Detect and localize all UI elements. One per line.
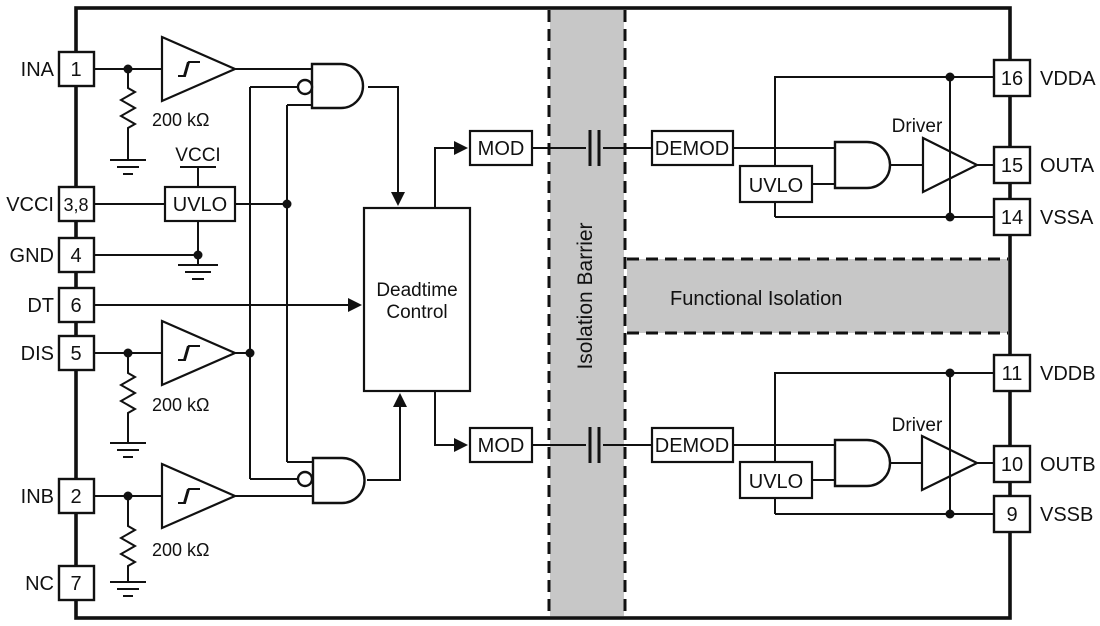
- driver-a-triangle: [921, 136, 980, 194]
- deadtime-control-block: Deadtime Control: [362, 206, 472, 393]
- functional-isolation-label: Functional Isolation: [670, 288, 842, 310]
- pin-label: OUTB: [1040, 454, 1096, 476]
- mod-label: MOD: [478, 138, 525, 160]
- mod-b-arrow: [454, 438, 468, 452]
- pin-vcci: 3,8 VCCI: [6, 185, 96, 223]
- pin-number: 9: [1006, 504, 1017, 526]
- pin-label: GND: [10, 245, 54, 267]
- deadtime-top-arrow: [391, 192, 405, 206]
- pin-label: NC: [25, 573, 54, 595]
- uvlo-label: UVLO: [749, 175, 803, 197]
- and-gate-output-a: [833, 140, 892, 190]
- arrowheads: [348, 141, 468, 452]
- uvlo-block-a: UVLO: [738, 164, 814, 204]
- pin-dt: 6 DT: [27, 286, 96, 324]
- pin-label: VSSB: [1040, 504, 1093, 526]
- pin-vssa: 14 VSSA: [992, 197, 1094, 237]
- deadtime-label-line2: Control: [386, 302, 447, 323]
- and-gate-output-b: [833, 438, 892, 488]
- mod-label: MOD: [478, 435, 525, 457]
- isolation-barrier-label: Isolation Barrier: [574, 222, 597, 369]
- resistor-value-inb: 200 kΩ: [152, 540, 210, 560]
- pin-number: 16: [1001, 68, 1023, 90]
- demod-block-b: DEMOD: [650, 426, 735, 464]
- driver-a-label: Driver: [892, 116, 943, 137]
- pin-label: VCCI: [6, 194, 54, 216]
- demod-block-a: DEMOD: [650, 129, 735, 167]
- pin-gnd: 4 GND: [10, 236, 96, 274]
- schmitt-buffer-ina: [160, 35, 238, 103]
- uvlo-label: UVLO: [173, 194, 227, 216]
- hysteresis-icon: [178, 61, 200, 77]
- and-gate-input-a: [296, 62, 365, 110]
- deadtime-label-line1: Deadtime: [376, 280, 457, 301]
- uvlo-label: UVLO: [749, 471, 803, 493]
- isolation-capacitor-a: [588, 130, 601, 166]
- pin-label: VDDA: [1040, 68, 1096, 90]
- pin-label: DIS: [21, 343, 54, 365]
- and-gate-input-b: [296, 456, 366, 505]
- pin-inb: 2 INB: [21, 477, 96, 515]
- schmitt-buffer-dis: [160, 319, 238, 387]
- resistor-value-ina: 200 kΩ: [152, 110, 210, 130]
- pin-label: INA: [21, 59, 55, 81]
- pin-number: 7: [70, 573, 81, 595]
- isolation-barrier-fill: [550, 10, 624, 616]
- pin-label: INB: [21, 486, 54, 508]
- pin-number: 3,8: [63, 195, 88, 215]
- driver-b-label: Driver: [892, 415, 943, 436]
- hysteresis-icon: [178, 488, 200, 504]
- demod-label: DEMOD: [655, 435, 729, 457]
- pin-number: 15: [1001, 155, 1023, 177]
- pin-dis: 5 DIS: [21, 334, 96, 372]
- pin-label: VDDB: [1040, 363, 1096, 385]
- pin-number: 5: [70, 343, 81, 365]
- functional-isolation-fill: [627, 259, 1008, 333]
- mod-block-a: MOD: [468, 129, 534, 167]
- pin-number: 2: [70, 486, 81, 508]
- pin-vssb: 9 VSSB: [992, 494, 1093, 534]
- pin-number: 1: [70, 59, 81, 81]
- vcci-supply-label: VCCI: [175, 145, 220, 166]
- resistor-value-dis: 200 kΩ: [152, 395, 210, 415]
- dt-arrow: [348, 298, 362, 312]
- hysteresis-icon: [178, 345, 200, 361]
- functional-isolation-band: Functional Isolation: [627, 257, 1008, 335]
- demod-label: DEMOD: [655, 138, 729, 160]
- driver-b: Driver: [892, 415, 980, 492]
- uvlo-input-block: UVLO: [163, 185, 237, 223]
- pin-number: 10: [1001, 454, 1023, 476]
- isolation-barrier-band: [547, 10, 627, 616]
- driver-b-triangle: [920, 434, 980, 492]
- pin-label: VSSA: [1040, 207, 1094, 229]
- pin-label: DT: [27, 295, 54, 317]
- junction-dots: [123, 64, 955, 519]
- pin-outb: 10 OUTB: [992, 444, 1096, 484]
- inverter-bubble: [296, 78, 314, 96]
- mod-a-arrow: [454, 141, 468, 155]
- isolation-capacitor-b: [588, 427, 601, 463]
- inverter-bubble: [296, 470, 314, 488]
- pin-ina: 1 INA: [21, 50, 96, 88]
- pin-label: OUTA: [1040, 155, 1095, 177]
- pin-nc: 7 NC: [25, 564, 96, 602]
- mod-block-b: MOD: [468, 426, 534, 464]
- pin-number: 11: [1002, 363, 1023, 385]
- pin-vdda: 16 VDDA: [992, 58, 1096, 98]
- pin-number: 4: [70, 245, 81, 267]
- pin-outa: 15 OUTA: [992, 145, 1095, 185]
- uvlo-block-b: UVLO: [738, 460, 814, 500]
- schmitt-buffer-inb: [160, 462, 238, 530]
- driver-a: Driver: [892, 116, 980, 194]
- pin-number: 6: [70, 295, 81, 317]
- deadtime-bottom-arrow: [393, 393, 407, 407]
- pin-number: 14: [1001, 207, 1023, 229]
- pin-vddb: 11 VDDB: [992, 353, 1096, 393]
